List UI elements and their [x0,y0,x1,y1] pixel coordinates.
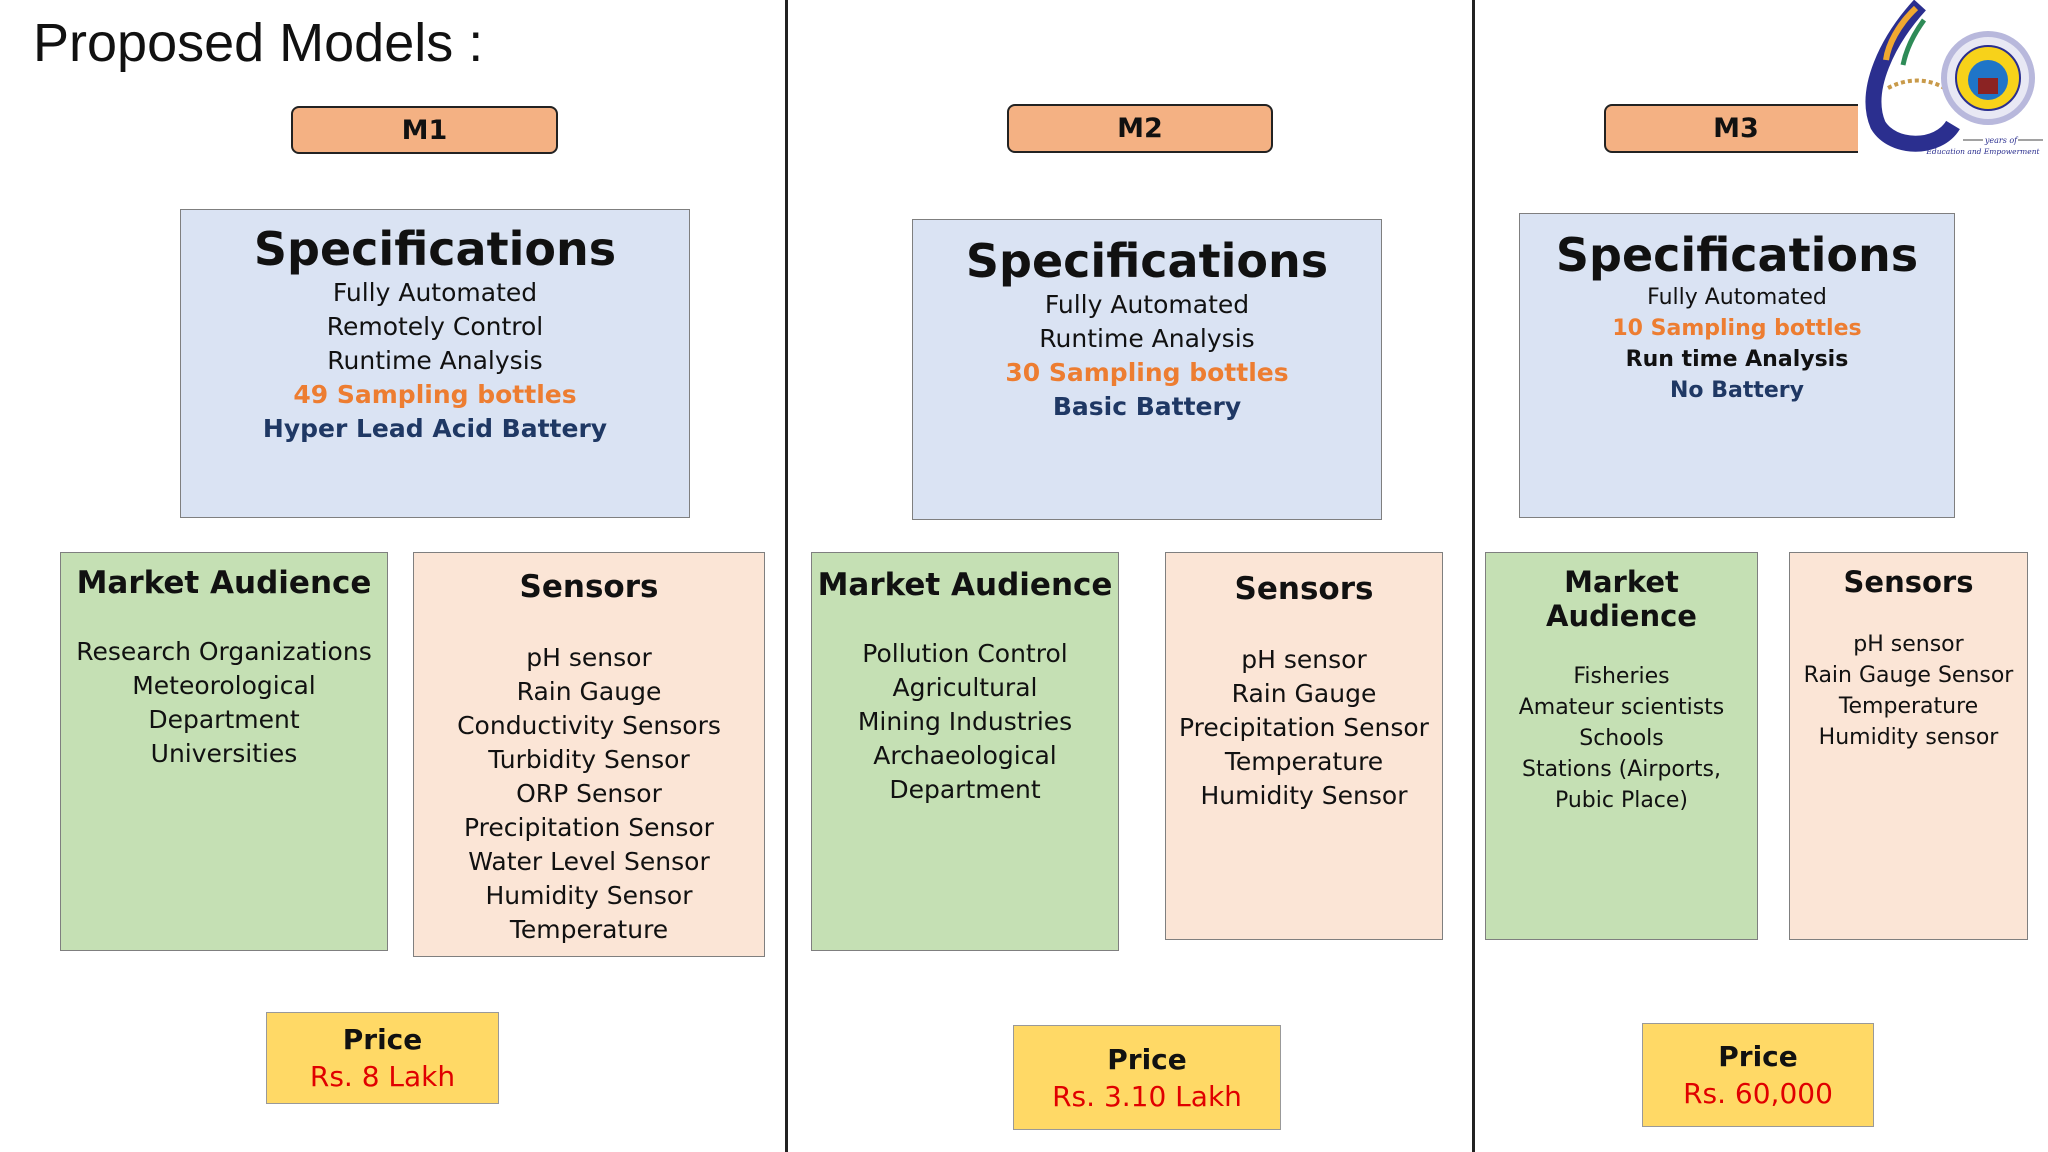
list-item: Fully Automated [1647,285,1827,310]
spec-heading: Specifications [253,222,617,276]
sensors-heading: Sensors [1234,571,1374,607]
list-item: 49 Sampling bottles [293,380,577,409]
list-item: pH sensor [526,643,652,672]
list-item: Pollution Control [862,639,1068,668]
price-box-m1: Price Rs. 8 Lakh [266,1012,499,1104]
price-value: Rs. 8 Lakh [309,1060,456,1093]
list-item: Universities [150,739,298,768]
list-item: Basic Battery [1052,392,1242,421]
specifications-box-m3: Specifications Fully Automated 10 Samplin… [1519,213,1955,518]
list-item: Water Level Sensor [468,847,710,876]
list-item: Remotely Control [326,312,544,341]
model-label-m1: M1 [291,106,558,154]
market-heading: Market Audience [817,567,1113,603]
sensors-heading: Sensors [1843,565,1974,599]
spec-heading: Specifications [1555,228,1919,282]
list-item: Meteorological [132,671,316,700]
list-item: pH sensor [1241,645,1367,674]
sensors-heading: Sensors [519,569,659,605]
list-item: Fully Automated [332,278,538,307]
list-item: Humidity sensor [1818,725,1999,750]
list-item: Runtime Analysis [1039,324,1255,353]
list-item: Rain Gauge Sensor [1803,663,2014,688]
price-value: Rs. 60,000 [1683,1077,1833,1110]
price-value: Rs. 3.10 Lakh [1052,1079,1242,1113]
list-item: Mining Industries [857,707,1073,736]
list-item: Schools [1579,726,1664,751]
list-item: Rain Gauge [516,677,662,706]
list-item: Temperature [1838,694,1979,719]
list-item: Runtime Analysis [327,346,543,375]
price-label: Price [1107,1042,1187,1076]
list-item: Turbidity Sensor [488,745,690,774]
list-item: Department [148,705,300,734]
model-label-m3: M3 [1604,104,1868,153]
market-heading: Market Audience [76,565,372,601]
list-item: Stations (Airports, [1521,757,1721,782]
list-item: Temperature [509,915,669,944]
price-box-m3: Price Rs. 60,000 [1642,1023,1874,1127]
logo-emblem-icon: years of Education and Empowerment [1865,0,2043,156]
list-item: Amateur scientists [1518,695,1725,720]
list-item: Fisheries [1573,664,1670,689]
institution-logo: years of Education and Empowerment [1858,0,2048,160]
list-item: Run time Analysis [1625,347,1849,372]
spec-heading: Specifications [965,234,1329,288]
svg-text:Education and Empowerment: Education and Empowerment [1925,147,2040,156]
list-item: 10 Sampling bottles [1612,316,1862,341]
list-item: Research Organizations [76,637,372,666]
list-item: Pubic Place) [1554,788,1689,813]
price-box-m2: Price Rs. 3.10 Lakh [1013,1025,1281,1130]
list-item: Conductivity Sensors [457,711,721,740]
svg-text:years of: years of [1984,136,2019,145]
list-item: Rain Gauge [1231,679,1377,708]
list-item: Fully Automated [1044,290,1250,319]
page-title: Proposed Models : [33,13,484,73]
list-item: Hyper Lead Acid Battery [262,414,608,443]
list-item: Archaeological [873,741,1057,770]
list-item: Temperature [1224,747,1384,776]
list-item: Humidity Sensor [485,881,693,910]
list-item: 30 Sampling bottles [1005,358,1289,387]
list-item: No Battery [1670,378,1804,403]
column-divider [1472,0,1475,1152]
list-item: Humidity Sensor [1200,781,1408,810]
list-item: Precipitation Sensor [464,813,714,842]
list-item: Agricultural [892,673,1038,702]
list-item: Precipitation Sensor [1179,713,1429,742]
model-label-m2: M2 [1007,104,1273,153]
column-divider [785,0,788,1152]
list-item: ORP Sensor [516,779,662,808]
price-label: Price [1718,1040,1798,1073]
market-heading: Market Audience [1546,565,1697,633]
price-label: Price [342,1023,423,1056]
list-item: pH sensor [1853,632,1964,657]
list-item: Department [889,775,1041,804]
